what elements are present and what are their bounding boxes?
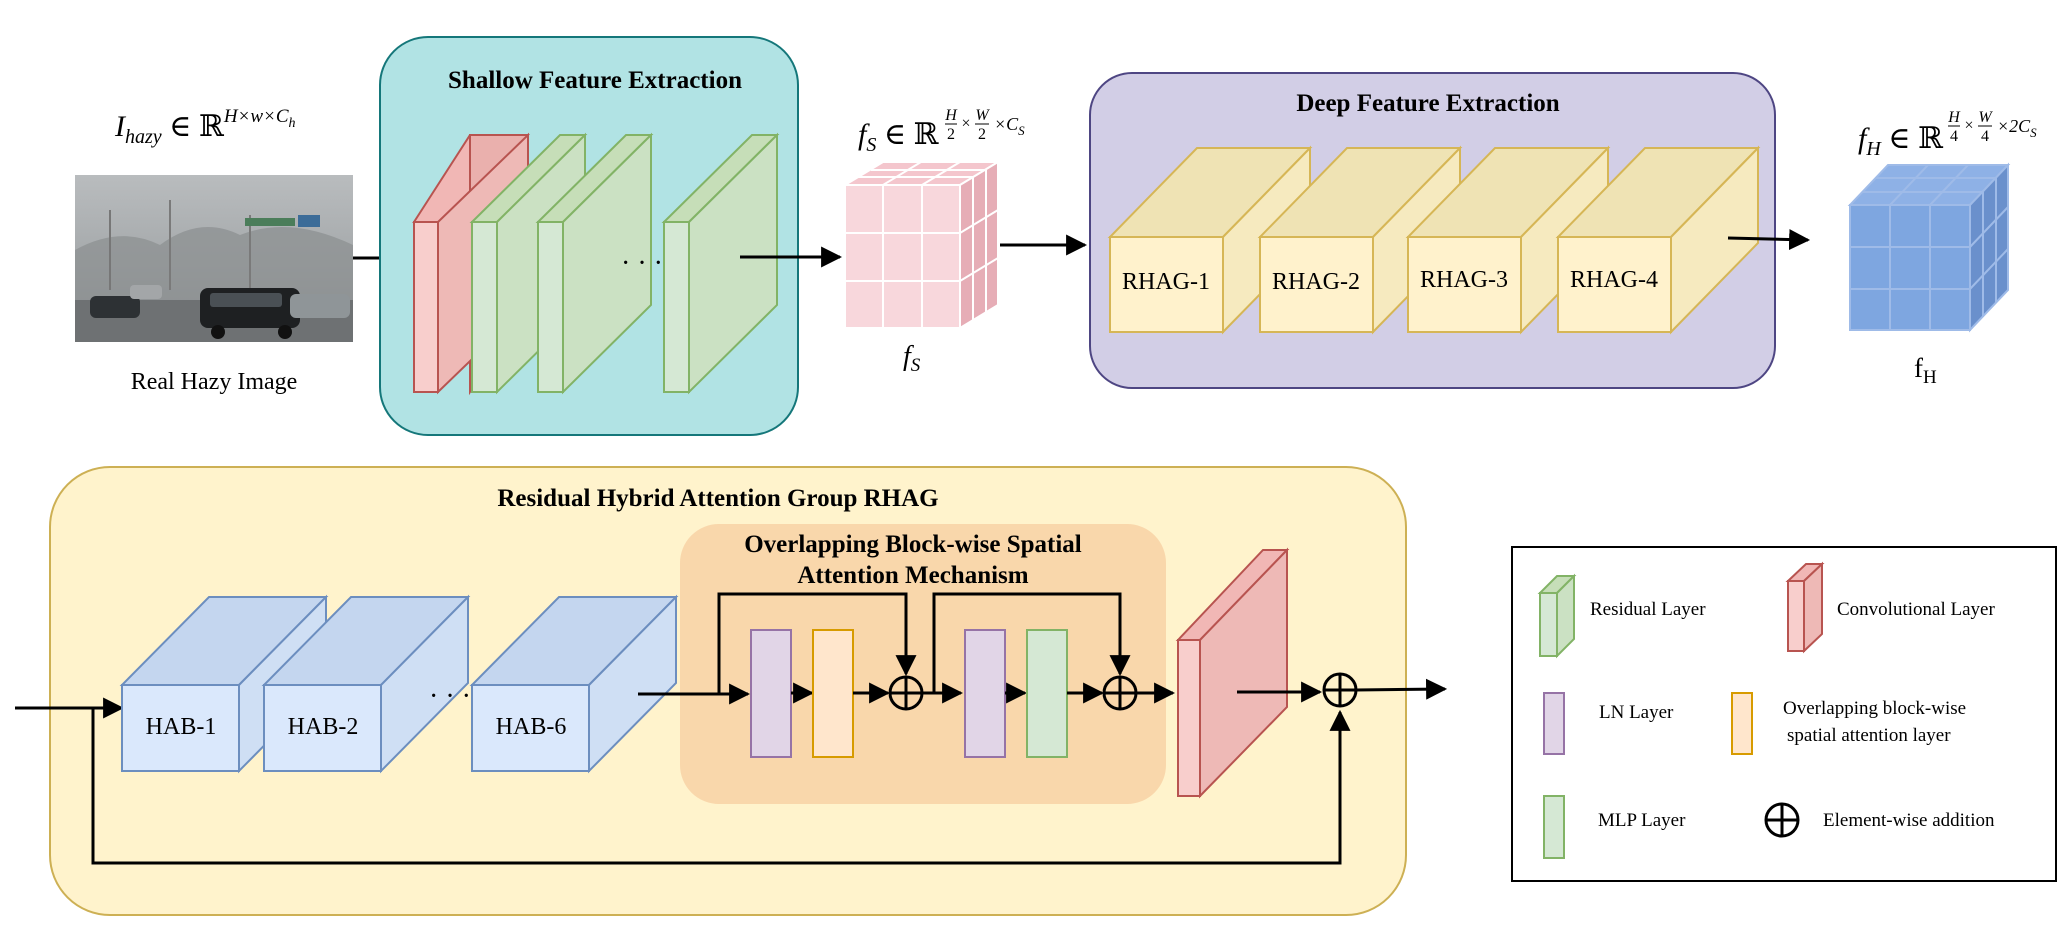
svg-text:fH ∈ ℝ: fH ∈ ℝ [1858,122,1944,160]
legend-add-icon [1764,802,1800,838]
svg-text:Ihazy ∈ ℝH×w×Ch: Ihazy ∈ ℝH×w×Ch [114,106,296,148]
shallow-title: Shallow Feature Extraction [448,67,742,94]
input-caption: Real Hazy Image [131,369,298,395]
svg-text:4: 4 [1950,128,1958,145]
hab-block-2: HAB-2 [261,594,471,774]
obsa-attention-layer [812,629,854,758]
obsa-ln-layer-1 [750,629,792,758]
shallow-residual-layer-n [661,132,780,395]
arrow-deep-to-fh [1727,229,1811,251]
shallow-ellipsis: · · · [621,248,663,279]
input-formula: Ihazy ∈ ℝH×w×Ch [114,106,296,148]
legend-mlp-icon [1543,795,1565,859]
legend-ln-icon [1543,692,1565,755]
fs-formula: fS ∈ ℝ H 2 × W 2 ×CS [858,107,1025,156]
legend-residual-label: Residual Layer [1590,599,1706,620]
legend-obsa-label-2: spatial attention layer [1787,725,1951,746]
hab-block-6: HAB-6 [469,594,679,774]
fh-formula: fH ∈ ℝ H 4 × W 4 ×2CS [1858,109,2037,160]
fh-caption: fH [1914,353,1937,388]
hab-label-6: HAB-6 [496,714,567,740]
hab-label-2: HAB-2 [288,714,359,740]
rhag-block-1: RHAG-1 [1107,145,1313,335]
svg-text:H: H [1947,109,1961,126]
legend-conv-label: Convolutional Layer [1837,599,1995,620]
legend-ln-label: LN Layer [1599,702,1674,723]
hab-ellipsis: · · · [429,681,471,712]
arrow-rhag-output [1355,678,1448,700]
svg-text:H: H [944,107,958,124]
svg-text:×: × [961,115,970,132]
rhag-label-4: RHAG-4 [1570,267,1658,293]
svg-text:4: 4 [1981,128,1989,145]
legend: Residual Layer Convolutional Layer LN La… [1511,546,2057,882]
fs-feature-cube [841,160,1002,330]
real-hazy-image: Real Hazy Image [75,175,353,395]
obsa-skip-1 [717,592,917,694]
svg-text:2: 2 [978,126,986,143]
legend-mlp-label: MLP Layer [1598,810,1686,831]
legend-obsa-label-1: Overlapping block-wise [1783,698,1966,719]
obsa-mechanism: Overlapping Block-wise Spatial Attention… [638,524,1176,804]
rhag-label-3: RHAG-3 [1420,267,1508,293]
rhag-block-2: RHAG-2 [1257,145,1463,335]
legend-residual-icon [1537,573,1577,659]
legend-conv-icon [1785,561,1825,654]
rhag-add [1322,672,1358,708]
obsa-add-1 [888,675,924,711]
legend-obsa-icon [1731,692,1753,755]
obsa-title-2: Attention Mechanism [797,562,1028,589]
obsa-skip-2 [932,592,1131,693]
shallow-feature-extraction: Shallow Feature Extraction · · · [379,36,799,436]
obsa-ln-layer-2 [964,629,1006,758]
deep-feature-extraction: Deep Feature Extraction RHAG-1 RHAG-2 RH… [1089,72,1776,389]
obsa-add-2 [1102,675,1138,711]
rhag-title: Residual Hybrid Attention Group RHAG [497,485,938,512]
shallow-residual-layer-2 [535,132,654,395]
rhag-skip-connection [91,708,1351,865]
rhag-block-4: RHAG-4 [1555,145,1761,335]
svg-text:×2CS: ×2CS [1997,116,2037,140]
obsa-title-1: Overlapping Block-wise Spatial [744,531,1082,558]
svg-text:fS ∈ ℝ: fS ∈ ℝ [858,118,940,156]
svg-text:×CS: ×CS [994,114,1025,138]
rhag-label-1: RHAG-1 [1122,269,1210,295]
rhag-detail: Residual Hybrid Attention Group RHAG HAB… [15,466,1448,916]
svg-text:2: 2 [947,126,955,143]
svg-text:×: × [1964,117,1973,134]
fh-feature-cube [1847,162,2011,333]
obsa-mlp-layer [1026,629,1068,758]
rhag-label-2: RHAG-2 [1272,269,1360,295]
legend-add-label: Element-wise addition [1823,810,1995,831]
rhag-conv-layer [1175,547,1290,799]
hab-label-1: HAB-1 [146,714,217,740]
deep-title: Deep Feature Extraction [1296,90,1559,117]
svg-text:W: W [975,107,990,124]
rhag-block-3: RHAG-3 [1405,145,1611,335]
svg-text:W: W [1978,109,1993,126]
fs-caption: fS [903,341,921,376]
